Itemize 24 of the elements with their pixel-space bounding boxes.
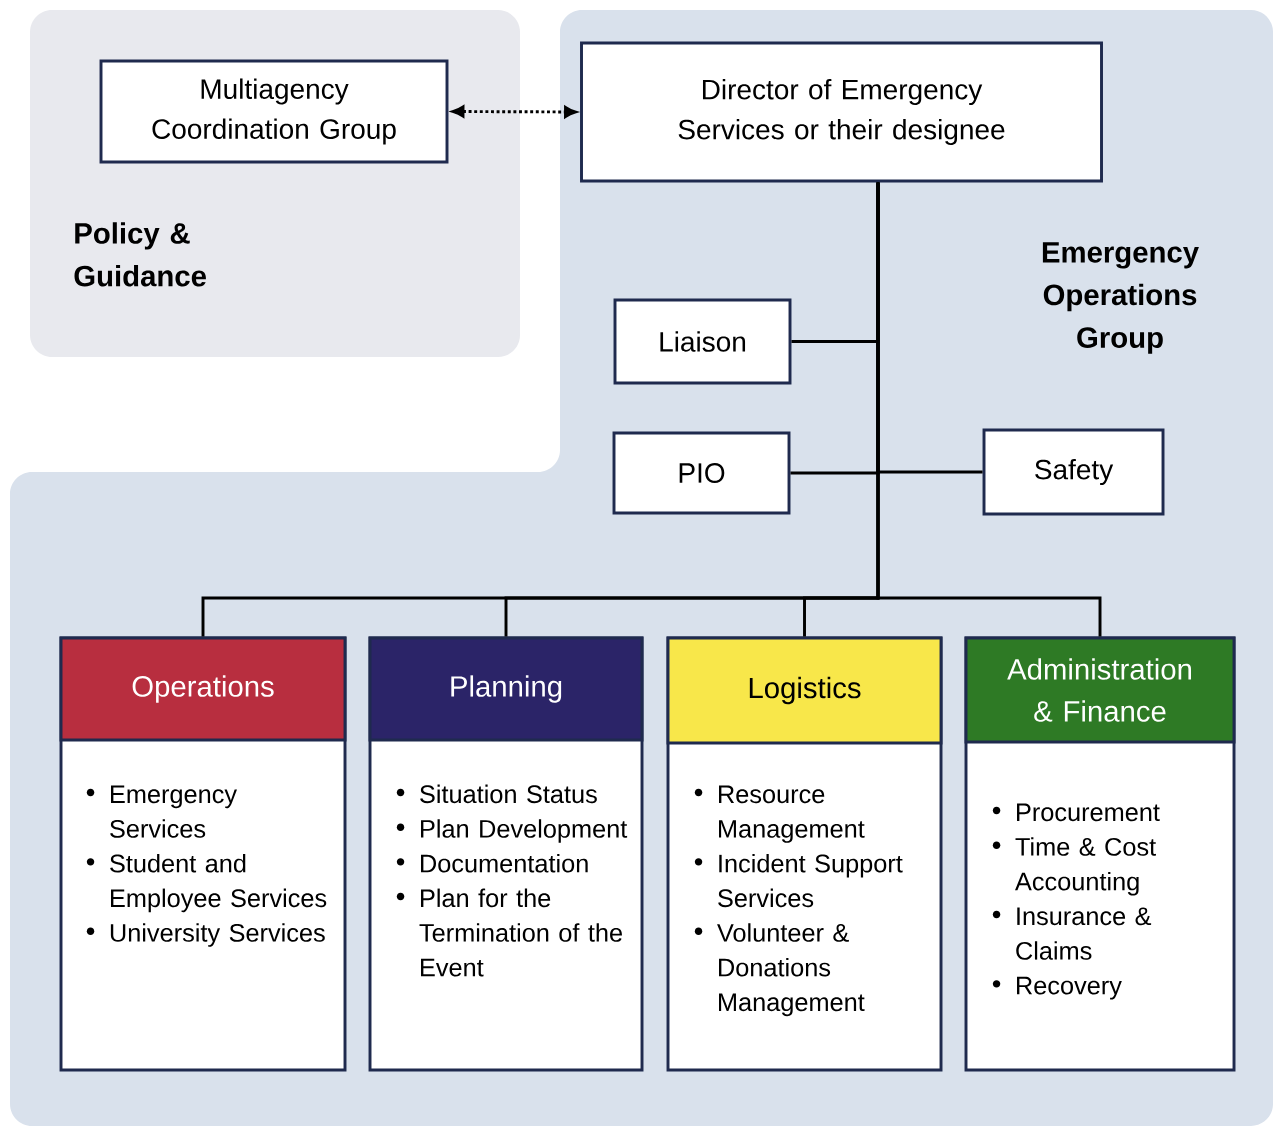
list-item: Time & Cost Accounting [1015, 837, 1156, 896]
list-item: Volunteer & Donations Management [717, 923, 865, 1017]
list-item: Documentation [421, 853, 588, 873]
section-box: Planning Situation Status Plan Development Documentation Plan for the Termination of the Event [368, 636, 644, 1072]
list-item: Emergency Services [110, 785, 237, 838]
list-item: Insurance & Claims [1016, 907, 1152, 960]
connector [876, 182, 1102, 637]
list-item: Plan Development [421, 819, 628, 843]
list-item: Recovery [1017, 976, 1122, 1000]
list-item: Plan for the Termination of the Event [419, 888, 622, 977]
section-box: Administration & Finance Procurement Time & Cost Accounting Insurance & Claims Recovery [964, 636, 1236, 1072]
section-box: Logistics Resource Management Incident Support Services Volunteer & Donations Management [666, 636, 943, 1072]
list-item: Student and Employee Services [110, 853, 327, 913]
role-box: Multiagency Coordination Group [99, 59, 449, 164]
list-item: Incident Support Services [718, 853, 903, 908]
role-box: Safety [982, 428, 1165, 516]
role-box: Director of Emergency Services or their designee [580, 41, 1103, 183]
section-box: Operations Emergency Services Student and Employee Services University Services [59, 636, 347, 1072]
list-item: University Services [110, 923, 325, 947]
role-box: PIO [612, 431, 791, 515]
list-item: Situation Status [420, 784, 597, 804]
role-box: Liaison [613, 298, 792, 385]
list-item: Procurement [1017, 803, 1160, 822]
list-item: Resource Management [719, 785, 865, 843]
